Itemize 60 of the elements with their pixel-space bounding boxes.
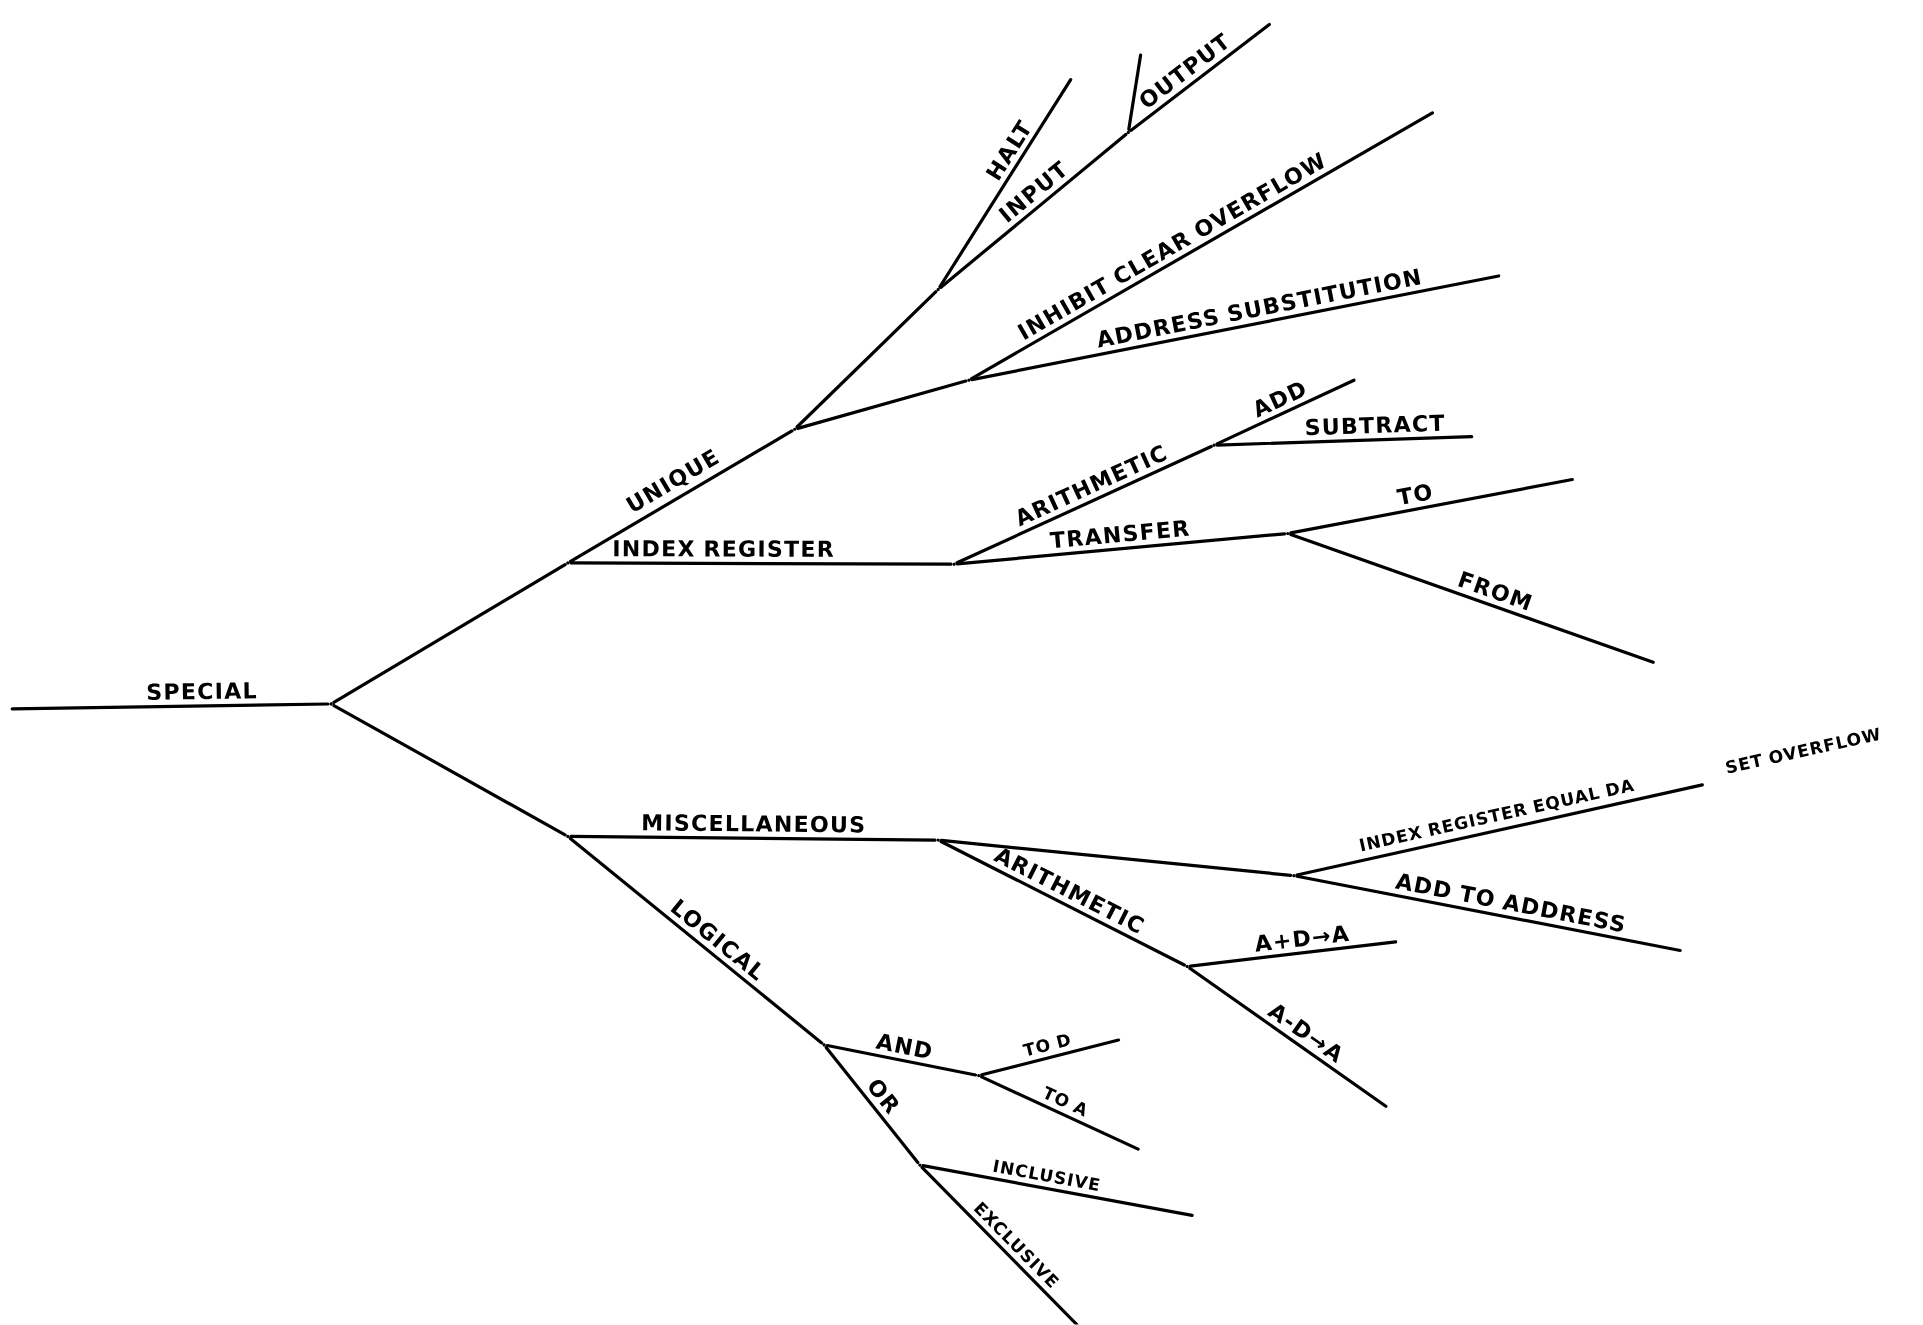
branch-line [796,379,968,431]
edge-label: TO A [1045,1085,1086,1117]
branch-point [1292,874,1296,878]
branch-line [1295,783,1704,877]
branch-line [1188,966,1388,1109]
branch-line [824,1046,920,1165]
branch-line [332,563,567,705]
branch-point [936,838,940,842]
edge-label: TO [1396,484,1432,505]
branch-point [952,562,956,566]
branch-line [332,704,567,837]
branch-line [921,1164,1194,1218]
branch-point [1212,443,1216,448]
branch-line [1289,478,1574,535]
branch-line [970,111,1435,381]
branch-line [920,1166,1079,1325]
branch-point [566,835,570,839]
branch-point [1126,131,1130,135]
branch-line [1129,23,1271,133]
branch-line [939,839,1293,878]
branch-line [955,532,1287,566]
branch-line [980,1038,1121,1077]
branch-point [1185,965,1189,969]
branch-point [566,561,570,565]
branch-line [568,837,824,1045]
branch-line [938,78,1073,289]
branch-point [977,1074,981,1078]
branch-point [936,288,940,292]
edge-label: A+D→A [1255,925,1350,952]
branch-line [1215,435,1474,447]
branch-line [1289,533,1655,665]
branch-line [795,290,938,429]
branch-line [569,429,794,564]
branch-line [939,133,1128,290]
branch-point [1286,532,1290,536]
edge-label: INDEX REGISTER [614,540,834,558]
edge-label: MISCELLANEOUS [643,814,864,833]
branch-point [793,427,797,432]
edge-label: AND [875,1034,931,1058]
branch-line [955,445,1213,565]
branch-line [980,1075,1140,1151]
branch-line [569,561,953,566]
branch-point [329,702,333,706]
edge-label: SPECIAL [147,682,257,701]
edge-label: SUBTRACT [1306,414,1445,436]
edge-label: ADD [1256,383,1305,419]
branch-line [1188,940,1398,968]
branch-line [970,274,1501,382]
branch-line [1295,874,1682,953]
branch-line [1127,53,1143,132]
branch-point [918,1163,922,1167]
branch-line [569,835,937,842]
branch-line [10,702,330,711]
edge-label: OR [869,1080,899,1116]
branch-line [939,840,1186,967]
branch-line [825,1044,978,1077]
edge-label: TO D [1022,1034,1070,1056]
branch-point [967,378,971,383]
branch-point [822,1043,826,1047]
branch-line [1215,378,1356,446]
